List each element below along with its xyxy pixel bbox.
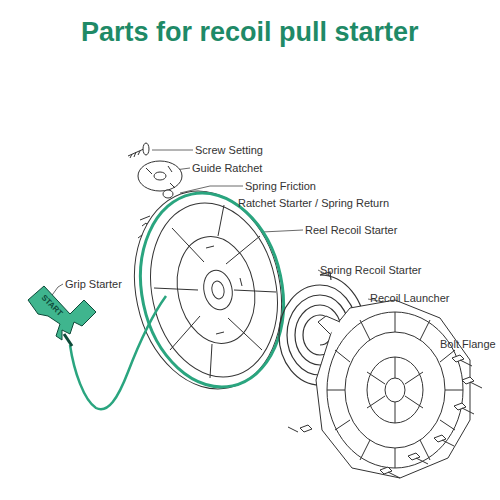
part-label: Screw Setting [195, 144, 263, 157]
setting-screw-part [130, 151, 140, 158]
flange-bolts-part [408, 453, 428, 464]
flange-bolts-part [454, 403, 474, 414]
flange-bolts-part [380, 467, 400, 478]
recoil-housing-part [385, 378, 405, 402]
part-label: Grip Starter [65, 278, 122, 291]
flange-bolts [288, 355, 482, 478]
recoil-reel-part [168, 229, 265, 350]
starter-grip-part [64, 334, 72, 346]
flange-bolts-part [462, 377, 482, 388]
recoil-reel-part [154, 205, 276, 378]
recoil-housing-part [327, 312, 463, 468]
part-label: Ratchet Starter / Spring Return [238, 197, 389, 210]
recoil-housing-part [327, 312, 463, 468]
recoil-reel-part [200, 268, 236, 313]
flange-bolts-part [452, 355, 472, 366]
guide-ratchet-part [154, 172, 166, 180]
guide-ratchet-part [146, 166, 175, 188]
part-label: Spring Friction [245, 180, 316, 193]
part-label: Reel Recoil Starter [305, 224, 397, 237]
leader-lines-part [262, 230, 303, 232]
starter-grip-part [28, 286, 96, 340]
part-label: Bolt Flange [440, 338, 496, 351]
recoil-reel [117, 177, 301, 403]
part-label: Spring Recoil Starter [320, 264, 422, 277]
guide-ratchet-part [138, 161, 182, 191]
guide-ratchet [138, 161, 182, 191]
recoil-housing-part [367, 357, 423, 423]
leader-lines-part [152, 150, 193, 151]
setting-screw-part [143, 143, 149, 155]
recoil-reel-part [210, 280, 225, 300]
diagram-title: Parts for recoil pull starter [81, 16, 419, 48]
flange-bolts-part [288, 425, 312, 432]
recoil-housing-part [345, 332, 445, 448]
part-label: Guide Ratchet [192, 162, 262, 175]
starter-grip [28, 286, 96, 346]
recoil-housing-part [367, 357, 423, 423]
recoil-reel-part [117, 177, 299, 403]
recoil-housing [316, 300, 470, 478]
recoil-reel-part [123, 180, 301, 401]
setting-screw [128, 143, 149, 158]
recoil-reel-part [135, 191, 293, 389]
recoil-reel-part [206, 246, 242, 334]
friction-spring-parts-part [163, 190, 173, 198]
part-label: Recoil Launcher [370, 292, 450, 305]
flange-bolts-part [434, 435, 454, 446]
recoil-housing-part [316, 300, 470, 478]
recoil-housing-part [318, 316, 340, 334]
